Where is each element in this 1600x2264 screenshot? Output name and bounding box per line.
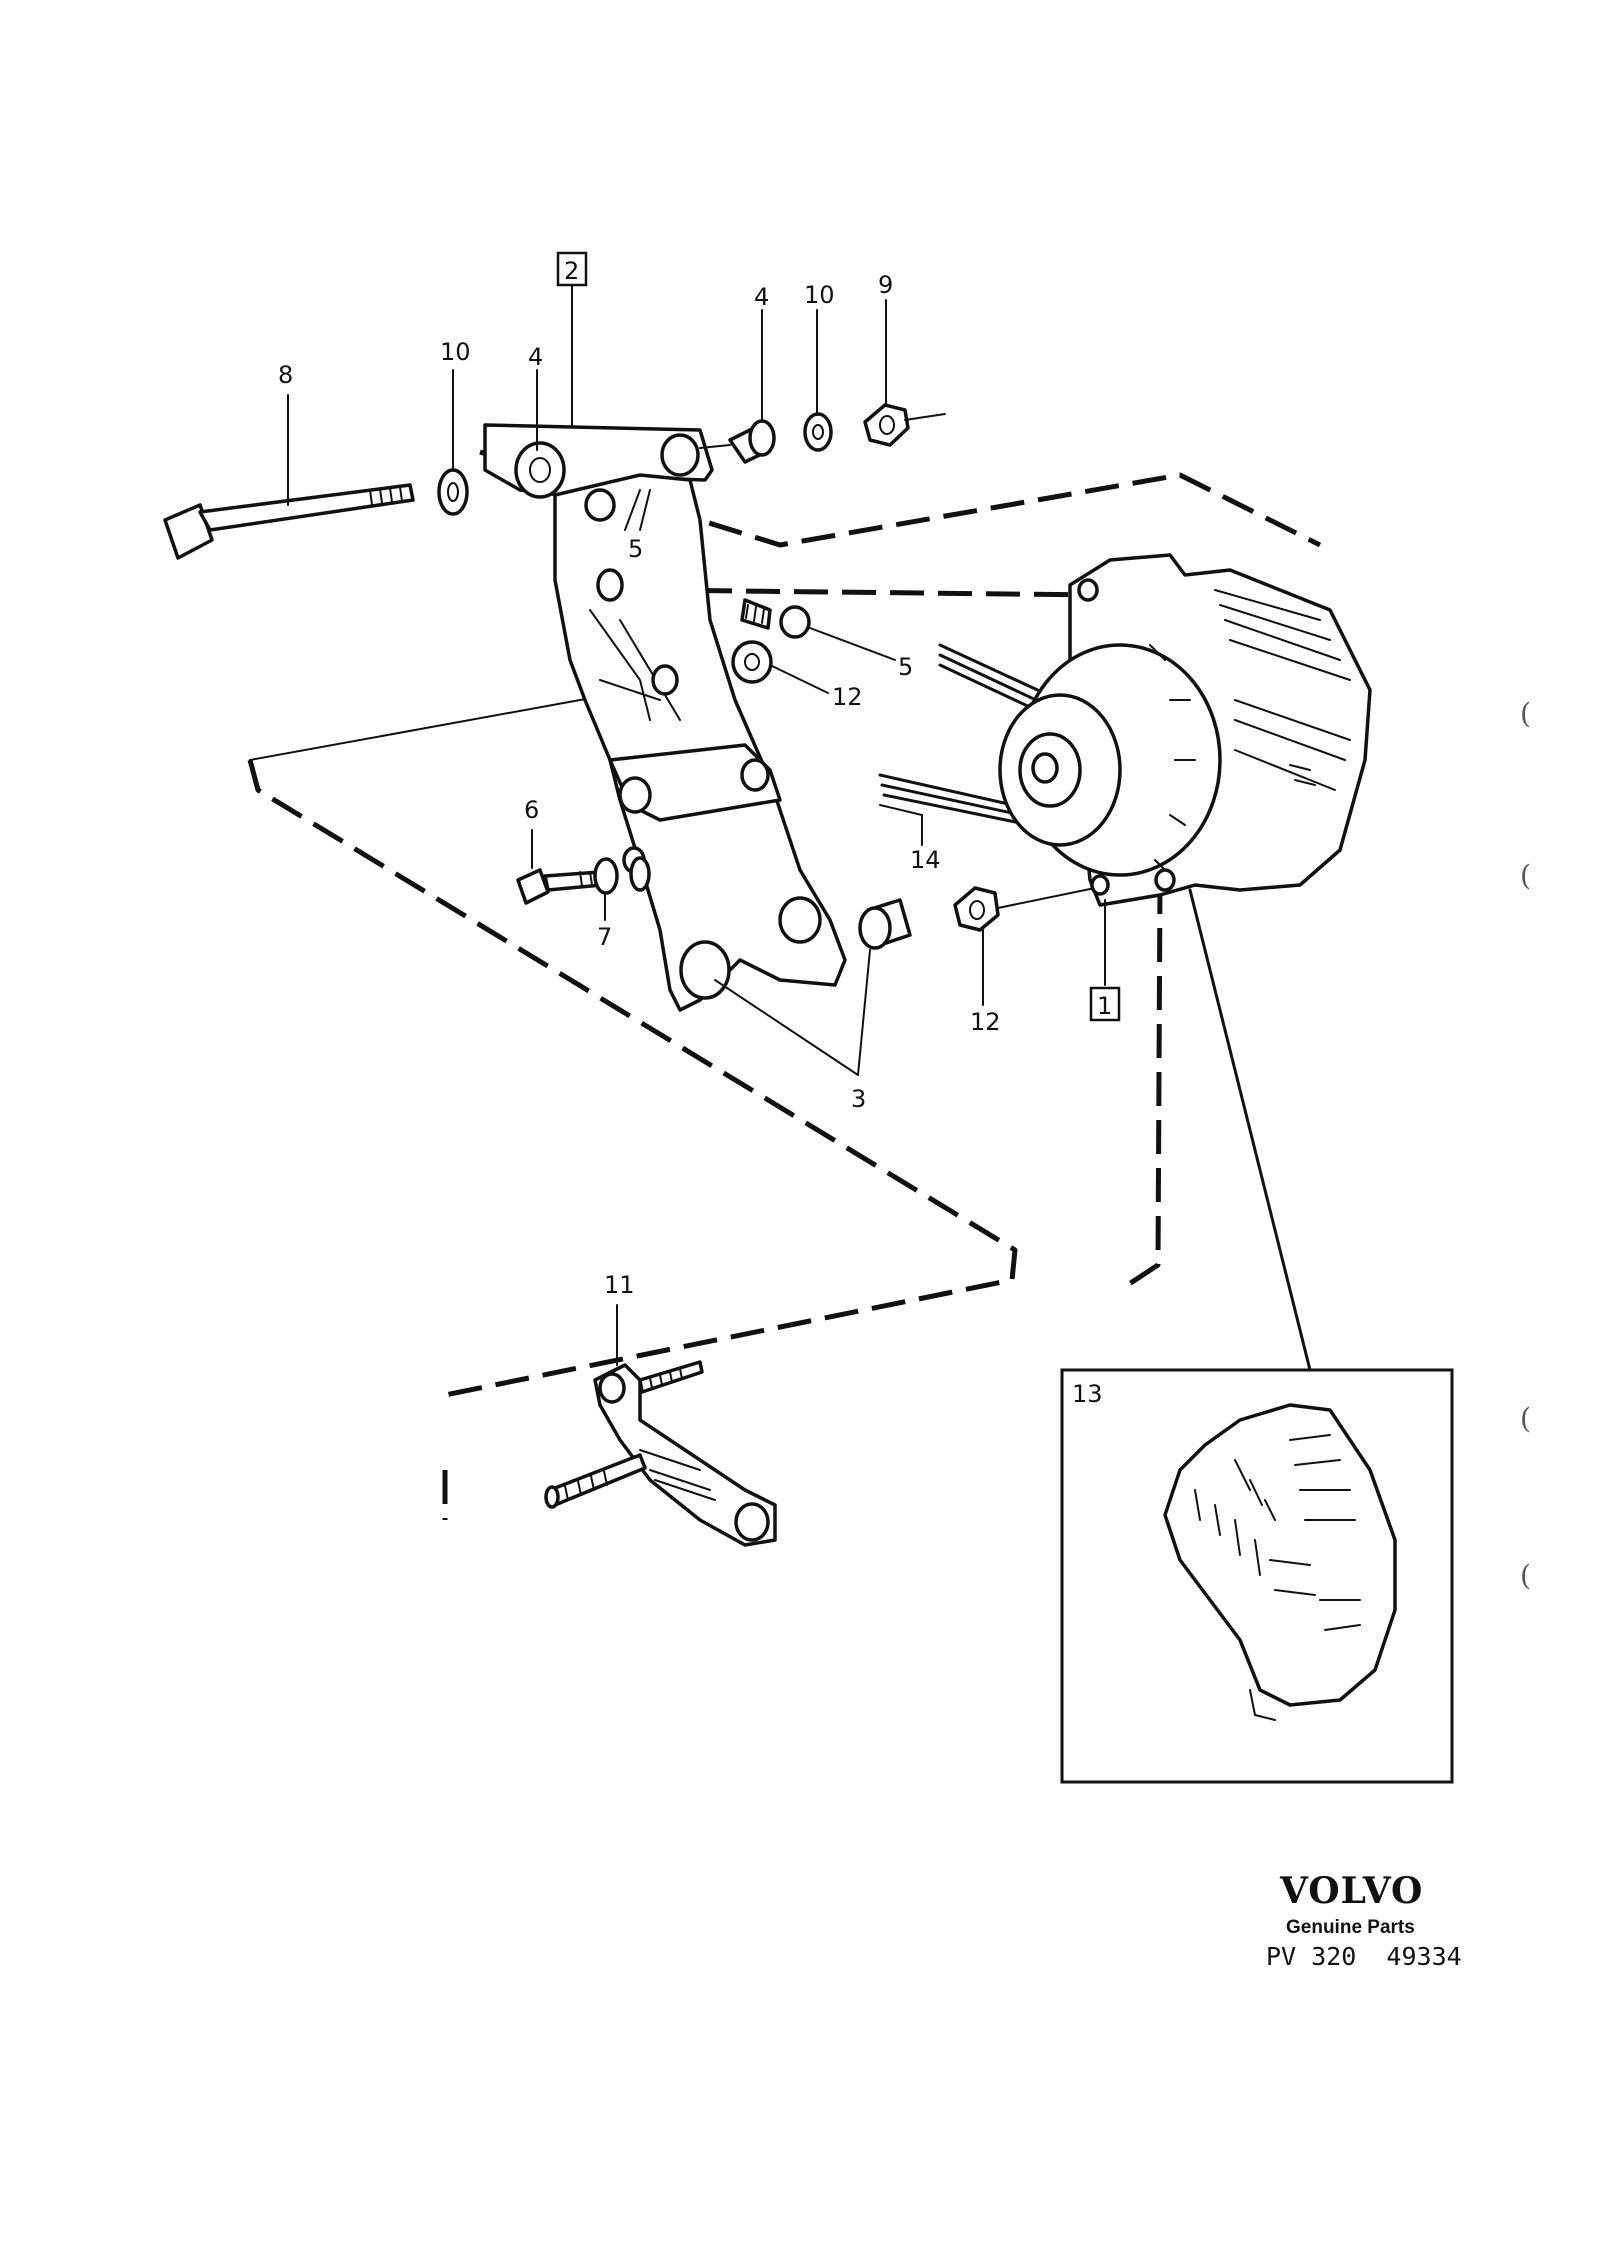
- callout-1-box: [1089, 986, 1121, 1022]
- bolt-part-5-upper: [584, 488, 616, 522]
- mounting-bracket: [553, 473, 847, 1012]
- callout-9: 9: [878, 271, 893, 299]
- adjuster-bracket-part-11: [544, 1360, 777, 1547]
- callout-2-box: [556, 251, 588, 287]
- nut-part-12-lower: [953, 886, 1000, 932]
- callout-labels: 8 10 4 2 4 10 9 5 5 12 6 7 14 12 1 3 11 …: [278, 251, 1121, 1408]
- footer-branding: VOLVO Genuine Parts PV 320 49334: [1266, 1870, 1462, 1971]
- callout-6: 6: [524, 796, 539, 824]
- nut-part-12-lower-hole: [969, 900, 985, 920]
- callout-7: 7: [597, 923, 612, 951]
- alternator-part-1: [998, 553, 1372, 907]
- bushing-part-4-right: [699, 419, 776, 464]
- washer-part-10-left-hole: [447, 482, 459, 502]
- callout-14: 14: [910, 846, 941, 874]
- nut-part-9-hole: [879, 415, 895, 435]
- callout-5-upper: 5: [628, 535, 643, 563]
- long-bolt-part-8: [163, 483, 415, 560]
- washer-part-10-left: [437, 468, 469, 516]
- callout-3: 3: [851, 1085, 866, 1113]
- axis-line-9: [904, 413, 946, 421]
- callout-4-left: 4: [528, 343, 543, 371]
- nut-part-12-upper: [731, 640, 773, 684]
- illustration-code: PV 320 49334: [1266, 1942, 1462, 1971]
- callout-12-lower: 12: [970, 1008, 1001, 1036]
- callout-10-right: 10: [804, 281, 835, 309]
- margin-mark: (: [1520, 1402, 1531, 1435]
- callout-1: 1: [1097, 992, 1112, 1020]
- washer-part-7b: [629, 856, 651, 892]
- leader-to-inset: [1188, 888, 1312, 1372]
- callout-10-left: 10: [440, 338, 471, 366]
- washer-part-7: [593, 857, 619, 895]
- bolt-part-5-middle: [740, 598, 811, 639]
- genuine-parts-label: Genuine Parts: [1286, 1917, 1415, 1938]
- margin-mark: (: [1520, 1559, 1531, 1592]
- washer-part-10-right-hole: [812, 424, 824, 440]
- margin-marks: ( ( ( (: [1520, 697, 1531, 1592]
- margin-mark: (: [1520, 697, 1531, 730]
- volvo-logo: VOLVO: [1279, 1870, 1423, 1912]
- nut-part-12-upper-hole: [744, 653, 760, 671]
- callout-5-middle: 5: [898, 653, 913, 681]
- callout-8: 8: [278, 361, 293, 389]
- nut-part-9: [863, 403, 910, 447]
- callout-2: 2: [564, 257, 579, 285]
- callout-12-upper: 12: [832, 683, 863, 711]
- bolt-part-6: [516, 868, 604, 905]
- callout-13: 13: [1072, 1380, 1103, 1408]
- margin-mark: (: [1520, 859, 1531, 892]
- callout-4-right: 4: [754, 283, 769, 311]
- washer-part-10-right: [803, 412, 833, 452]
- inset-panel-13: [1060, 1368, 1454, 1784]
- bushing-part-3: [858, 898, 912, 950]
- callout-11: 11: [604, 1271, 635, 1299]
- cover-part-13: [1163, 1403, 1397, 1707]
- leader-lines: [287, 284, 1106, 1366]
